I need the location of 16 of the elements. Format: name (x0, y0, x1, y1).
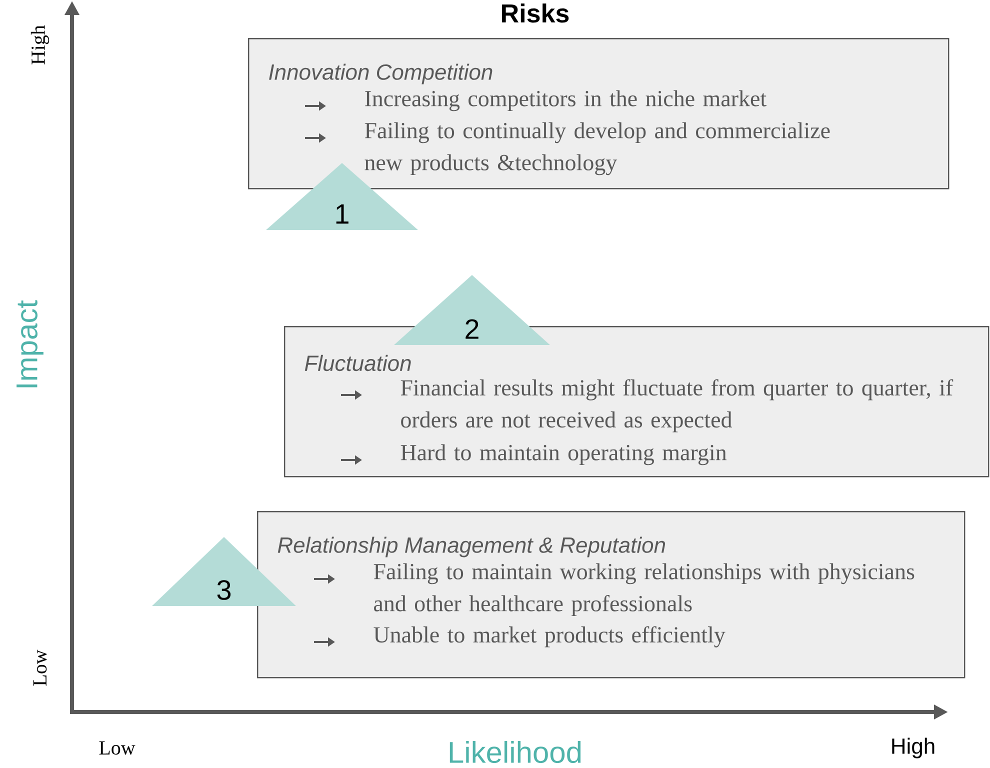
axis-label: High (30, 25, 50, 64)
axis-label: Low (33, 650, 47, 686)
box-heading: Fluctuation (304, 354, 411, 372)
bullet-text: Failing to maintain working relationships with physicians and other healthcare professionals (374, 563, 914, 616)
risk-box (248, 38, 950, 190)
bullet-text: Financial results might fluctuate from quarter to quarter, if orders are not received as expected (400, 379, 954, 432)
axis-title: Impact (16, 300, 44, 388)
axis-title: Likelihood (450, 741, 581, 764)
risk-box (257, 511, 966, 678)
axis-label: High (892, 738, 934, 758)
chart-title: Risks (502, 4, 569, 23)
bullet-text: Unable to market products efficiently (374, 626, 726, 648)
bullet-text: Increasing competitors in the niche market (365, 90, 766, 112)
bullet-text: Hard to maintain operating margin (400, 444, 727, 466)
box-heading: Innovation Competition (269, 64, 492, 84)
axis-label: Low (99, 741, 136, 755)
